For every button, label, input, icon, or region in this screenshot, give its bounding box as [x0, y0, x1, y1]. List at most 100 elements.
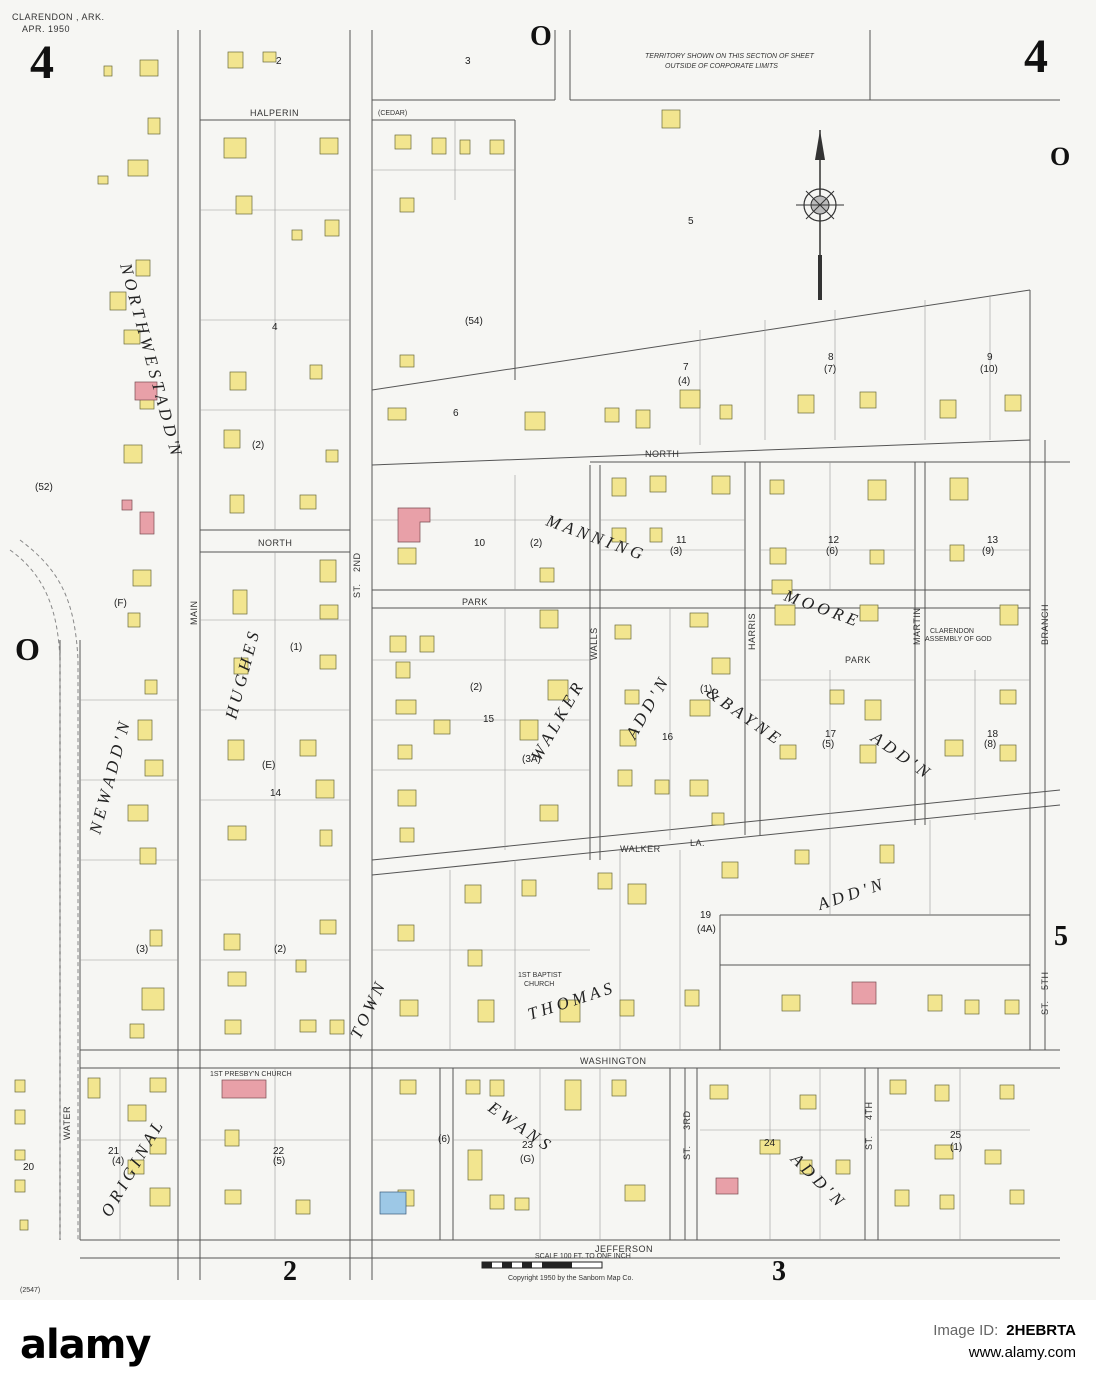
street-3rd-st: ST. [682, 1145, 692, 1160]
scale-bar [481, 1261, 603, 1269]
svg-text:21: 21 [108, 1146, 120, 1157]
svg-text:(5): (5) [273, 1156, 285, 1167]
svg-text:(9): (9) [982, 546, 994, 557]
svg-text:17: 17 [825, 729, 837, 740]
svg-text:18: 18 [987, 729, 999, 740]
label-first-baptist: 1ST BAPTIST [518, 972, 563, 979]
svg-text:22: 22 [273, 1146, 285, 1157]
street-north-west: NORTH [258, 538, 292, 548]
image-id: 2HEBRTA [1006, 1322, 1076, 1339]
brick-buildings [121, 381, 877, 1195]
svg-text:(E): (E) [262, 760, 275, 771]
street-harris: HARRIS [747, 613, 757, 650]
street-halperin: HALPERIN [250, 108, 299, 118]
svg-text:23: 23 [522, 1140, 534, 1151]
street-2nd-st: ST. [352, 583, 362, 598]
svg-text:13: 13 [987, 535, 999, 546]
grid-2-bottom: 2 [283, 1256, 297, 1287]
svg-text:(4): (4) [678, 376, 690, 387]
svg-text:(F): (F) [114, 598, 127, 609]
street-park-east: PARK [845, 655, 871, 665]
grid-3-bottom: 3 [772, 1256, 786, 1287]
svg-text:(6): (6) [826, 546, 838, 557]
street-4th-st: ST. [864, 1135, 874, 1150]
street-5th-st: ST. [1040, 1000, 1050, 1015]
street-4th: 4TH [864, 1101, 874, 1120]
label-copyright: Copyright 1950 by the Sanborn Map Co. [508, 1275, 633, 1282]
svg-text:3: 3 [465, 56, 471, 67]
label-presby-church: 1ST PRESBY'N CHURCH [210, 1071, 292, 1078]
svg-text:(3): (3) [670, 546, 682, 557]
street-3rd: 3RD [682, 1110, 692, 1130]
svg-text:(2): (2) [470, 682, 482, 693]
svg-text:15: 15 [483, 714, 495, 725]
header-place: CLARENDON , ARK. [12, 12, 105, 22]
footer-info: Image ID: 2HEBRTA www.alamy.com [933, 1320, 1076, 1364]
svg-text:19: 19 [700, 910, 712, 921]
svg-text:(G): (G) [520, 1154, 534, 1165]
site-url[interactable]: www.alamy.com [968, 1344, 1076, 1361]
levee-curve [19, 539, 79, 1240]
svg-text:(52): (52) [35, 482, 53, 493]
block-numbers: 2 3 4 5 6 7 (4) 8 (7) 9 (10) (54) (2) 10… [23, 56, 999, 1173]
svg-text:16: 16 [662, 732, 674, 743]
stone-buildings [379, 1191, 407, 1215]
svg-text:(5): (5) [822, 739, 834, 750]
street-walker-la: LA. [690, 838, 705, 848]
svg-text:2: 2 [276, 56, 282, 67]
header-date: APR. 1950 [22, 24, 70, 34]
street-water: WATER [62, 1106, 72, 1140]
grid-o-top: O [530, 21, 552, 52]
image-id-label: Image ID: [933, 1322, 999, 1339]
svg-text:(2): (2) [530, 538, 542, 549]
sheet-number-left: 4 [30, 36, 54, 89]
svg-text:9: 9 [987, 352, 993, 363]
label-scale: SCALE 100 FT. TO ONE INCH [535, 1253, 631, 1260]
grid-o-left: O [15, 631, 40, 667]
street-north-east: NORTH [645, 449, 679, 459]
street-branch: BRANCH [1040, 604, 1050, 645]
street-washington: WASHINGTON [580, 1056, 647, 1066]
svg-text:(3): (3) [136, 944, 148, 955]
street-park-mid: PARK [462, 597, 488, 607]
levee-curve-inner [9, 549, 61, 1240]
street-martin: MARTIN [912, 608, 922, 645]
svg-text:8: 8 [828, 352, 834, 363]
label-clarendon: CLARENDON [930, 628, 974, 635]
grid-o-right: O [1050, 142, 1070, 171]
svg-text:7: 7 [683, 362, 689, 373]
svg-text:(4A): (4A) [697, 924, 716, 935]
svg-text:5: 5 [688, 216, 694, 227]
svg-text:(2): (2) [252, 440, 264, 451]
territory-note-1: TERRITORY SHOWN ON THIS SECTION OF SHEET [645, 53, 815, 60]
alamy-logo: alamy [20, 1322, 151, 1368]
lot-lines [80, 120, 1030, 1240]
dwelling-buildings [14, 51, 1025, 1231]
svg-text:11: 11 [676, 535, 687, 546]
grid-5-right: 5 [1054, 921, 1068, 952]
svg-text:(10): (10) [980, 364, 998, 375]
svg-text:(2): (2) [274, 944, 286, 955]
territory-note-2: OUTSIDE OF CORPORATE LIMITS [665, 63, 778, 70]
sheet-code: (2547) [20, 1287, 40, 1294]
label-church: CHURCH [524, 981, 554, 988]
svg-text:(8): (8) [984, 739, 996, 750]
compass-rose [796, 130, 844, 300]
svg-text:6: 6 [453, 408, 459, 419]
label-assembly-of-god: ASSEMBLY OF GOD [925, 636, 992, 643]
svg-text:(1): (1) [700, 684, 712, 695]
map-sheet: CLARENDON , ARK. APR. 1950 4 4 TERRITORY… [0, 0, 1096, 1300]
svg-text:14: 14 [270, 788, 282, 799]
svg-text:24: 24 [764, 1138, 776, 1149]
svg-text:(6): (6) [438, 1134, 450, 1145]
svg-text:(4): (4) [112, 1156, 124, 1167]
street-5th: 5TH [1040, 971, 1050, 990]
svg-text:4: 4 [272, 322, 278, 333]
sanborn-map: CLARENDON , ARK. APR. 1950 4 4 TERRITORY… [9, 12, 1071, 1294]
street-2nd: 2ND [352, 552, 362, 572]
svg-text:(3A): (3A) [522, 754, 541, 765]
svg-text:12: 12 [828, 535, 840, 546]
svg-text:(7): (7) [824, 364, 836, 375]
svg-text:(54): (54) [465, 316, 483, 327]
svg-text:(1): (1) [290, 642, 302, 653]
